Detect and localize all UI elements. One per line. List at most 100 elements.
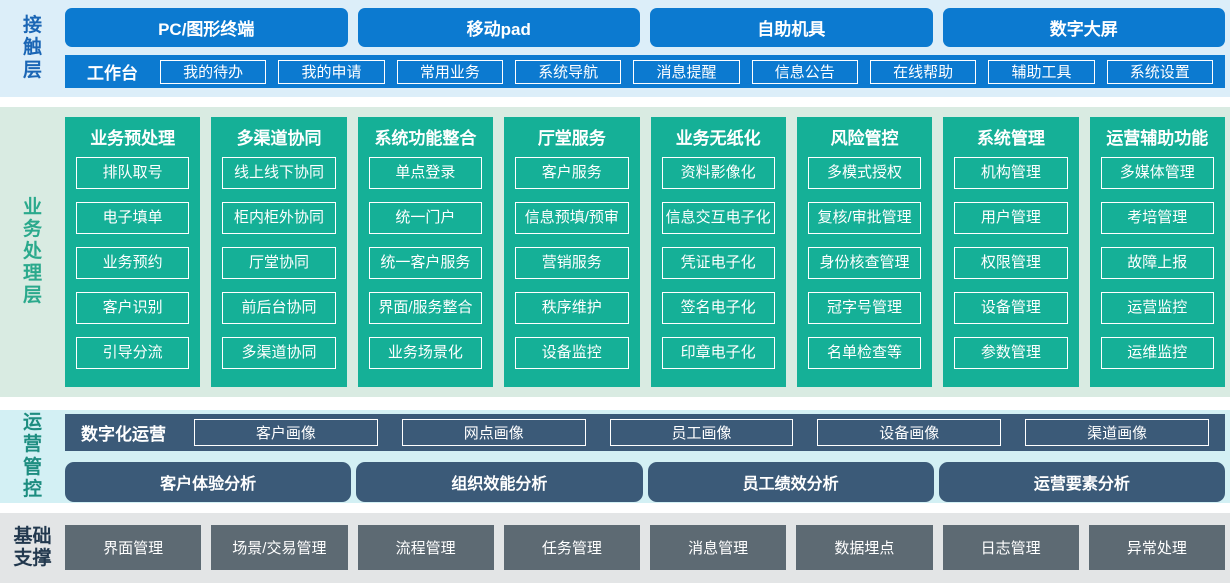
device-row: PC/图形终端移动pad 自助机具数字大屏 — [65, 8, 1225, 47]
module-button[interactable]: 客户服务 — [515, 157, 629, 189]
module-button[interactable]: 信息预填/预审 — [515, 202, 629, 234]
business-column-title: 系统管理 — [976, 129, 1045, 148]
portrait-button[interactable]: 员工画像 — [609, 419, 794, 446]
foundation-button[interactable]: 流程管理 — [357, 525, 494, 570]
business-column-title: 多渠道协同 — [236, 129, 322, 148]
layer-label-foundation: 基础支撑 — [13, 525, 52, 569]
layer-operations: 运营管控 数字化运营 客户画像网点画像员工画像设备画像渠道画像 客户体验分析组织… — [0, 410, 1230, 503]
module-button[interactable]: 资料影像化 — [661, 157, 775, 189]
layer-business-body: 业务预处理 排队取号电子填单业务预约客户识别引导分流 多渠道协同 线上线下协同柜… — [65, 107, 1225, 397]
module-button[interactable]: 冠字号管理 — [807, 292, 922, 324]
analysis-button[interactable]: 组织效能分析 — [356, 462, 643, 502]
foundation-button[interactable]: 日志管理 — [942, 525, 1079, 570]
module-button[interactable]: 客户识别 — [76, 292, 190, 324]
module-button[interactable]: 考培管理 — [1100, 202, 1214, 234]
workbench-button[interactable]: 辅助工具 — [988, 59, 1095, 84]
module-button[interactable]: 电子填单 — [76, 202, 190, 234]
business-column: 风险管控 多模式授权复核/审批管理身份核查管理冠字号管理名单检查等 — [796, 117, 933, 387]
workbench-button[interactable]: 常用业务 — [396, 59, 503, 84]
foundation-row: 界面管理场景/交易管理流程管理任务管理消息管理数据埋点日志管理异常处理 — [65, 525, 1225, 570]
module-button[interactable]: 单点登录 — [368, 157, 483, 189]
module-button[interactable]: 设备管理 — [954, 292, 1068, 324]
foundation-button[interactable]: 数据埋点 — [796, 525, 933, 570]
workbench-button[interactable]: 我的待办 — [160, 59, 267, 84]
device-button[interactable]: 移动pad — [357, 8, 640, 47]
module-button[interactable]: 复核/审批管理 — [807, 202, 922, 234]
module-button[interactable]: 排队取号 — [76, 157, 190, 189]
layer-business-gutter: 业务处理层 — [0, 107, 65, 397]
module-button[interactable]: 参数管理 — [954, 337, 1068, 369]
layer-foundation-body: 界面管理场景/交易管理流程管理任务管理消息管理数据埋点日志管理异常处理 — [65, 513, 1225, 583]
module-button[interactable]: 多媒体管理 — [1100, 157, 1214, 189]
layer-contact-gutter: 接触层 — [0, 0, 65, 97]
workbench-bar: 工作台 我的待办我的申请常用业务系统导航消息提醒信息公告在线帮助辅助工具系统设置 — [65, 55, 1225, 88]
foundation-button[interactable]: 场景/交易管理 — [211, 525, 348, 570]
module-button[interactable]: 统一客户服务 — [368, 247, 483, 279]
module-button[interactable]: 前后台协同 — [222, 292, 336, 324]
layer-operations-body: 数字化运营 客户画像网点画像员工画像设备画像渠道画像 客户体验分析组织效能分析员… — [65, 410, 1225, 503]
module-button[interactable]: 签名电子化 — [661, 292, 775, 324]
business-column: 厅堂服务 客户服务信息预填/预审营销服务秩序维护设备监控 — [504, 117, 640, 387]
module-button[interactable]: 多模式授权 — [807, 157, 922, 189]
module-button[interactable]: 引导分流 — [76, 337, 190, 369]
module-button[interactable]: 设备监控 — [515, 337, 629, 369]
module-button[interactable]: 信息交互电子化 — [661, 202, 775, 234]
device-button[interactable]: PC/图形终端 — [65, 8, 348, 47]
module-button[interactable]: 凭证电子化 — [661, 247, 775, 279]
layer-business: 业务处理层 业务预处理 排队取号电子填单业务预约客户识别引导分流 多渠道协同 线… — [0, 107, 1230, 397]
module-button[interactable]: 多渠道协同 — [222, 337, 336, 369]
workbench-button[interactable]: 系统导航 — [514, 59, 622, 84]
business-column-title: 运营辅助功能 — [1106, 129, 1209, 148]
business-column-title: 系统功能整合 — [374, 129, 477, 148]
module-button[interactable]: 运营监控 — [1100, 292, 1214, 324]
business-column: 系统管理 机构管理用户管理权限管理设备管理参数管理 — [943, 117, 1079, 387]
business-column-items: 多媒体管理考培管理故障上报运营监控运维监控 — [1100, 157, 1214, 369]
module-button[interactable]: 线上线下协同 — [222, 157, 336, 189]
business-column: 业务预处理 排队取号电子填单业务预约客户识别引导分流 — [65, 117, 201, 387]
module-button[interactable]: 故障上报 — [1100, 247, 1214, 279]
module-button[interactable]: 营销服务 — [515, 247, 629, 279]
module-button[interactable]: 用户管理 — [954, 202, 1068, 234]
digital-operations-bar: 数字化运营 客户画像网点画像员工画像设备画像渠道画像 — [65, 414, 1225, 451]
module-button[interactable]: 权限管理 — [954, 247, 1068, 279]
analysis-row: 客户体验分析组织效能分析员工绩效分析运营要素分析 — [65, 462, 1225, 502]
module-button[interactable]: 业务预约 — [76, 247, 190, 279]
portrait-button[interactable]: 客户画像 — [194, 419, 378, 446]
foundation-button[interactable]: 任务管理 — [503, 525, 640, 570]
module-button[interactable]: 名单检查等 — [807, 337, 922, 369]
portrait-button[interactable]: 网点画像 — [401, 419, 586, 446]
foundation-button[interactable]: 消息管理 — [650, 525, 787, 570]
module-button[interactable]: 机构管理 — [954, 157, 1068, 189]
workbench-button[interactable]: 消息提醒 — [633, 59, 740, 84]
foundation-button[interactable]: 界面管理 — [65, 525, 202, 570]
layer-operations-gutter: 运营管控 — [0, 410, 65, 503]
module-button[interactable]: 运维监控 — [1100, 337, 1214, 369]
workbench-button[interactable]: 在线帮助 — [869, 59, 977, 84]
workbench-button[interactable]: 我的申请 — [278, 59, 385, 84]
portrait-button[interactable]: 设备画像 — [817, 419, 1002, 446]
foundation-button[interactable]: 异常处理 — [1088, 525, 1225, 570]
analysis-button[interactable]: 员工绩效分析 — [647, 462, 934, 502]
module-button[interactable]: 秩序维护 — [515, 292, 629, 324]
module-button[interactable]: 身份核查管理 — [807, 247, 922, 279]
portrait-button[interactable]: 渠道画像 — [1025, 419, 1209, 446]
module-button[interactable]: 柜内柜外协同 — [222, 202, 336, 234]
business-column-title: 风险管控 — [830, 129, 899, 148]
business-column-title: 业务无纸化 — [675, 129, 761, 148]
module-button[interactable]: 统一门户 — [368, 202, 483, 234]
layer-contact-body: PC/图形终端移动pad 自助机具数字大屏 工作台 我的待办我的申请常用业务系统导… — [65, 0, 1225, 97]
layer-foundation-gutter: 基础支撑 — [0, 513, 65, 583]
module-button[interactable]: 业务场景化 — [368, 337, 483, 369]
device-button[interactable]: 自助机具 — [650, 8, 933, 47]
device-button[interactable]: 数字大屏 — [942, 8, 1225, 47]
analysis-button[interactable]: 运营要素分析 — [938, 462, 1225, 502]
module-button[interactable]: 印章电子化 — [661, 337, 775, 369]
workbench-button[interactable]: 系统设置 — [1106, 59, 1213, 84]
workbench-button[interactable]: 信息公告 — [751, 59, 858, 84]
layer-label-contact: 接触层 — [22, 15, 42, 81]
business-column-title: 厅堂服务 — [537, 129, 606, 148]
module-button[interactable]: 厅堂协同 — [222, 247, 336, 279]
layer-foundation: 基础支撑 界面管理场景/交易管理流程管理任务管理消息管理数据埋点日志管理异常处理 — [0, 513, 1230, 583]
analysis-button[interactable]: 客户体验分析 — [65, 462, 352, 502]
module-button[interactable]: 界面/服务整合 — [368, 292, 483, 324]
